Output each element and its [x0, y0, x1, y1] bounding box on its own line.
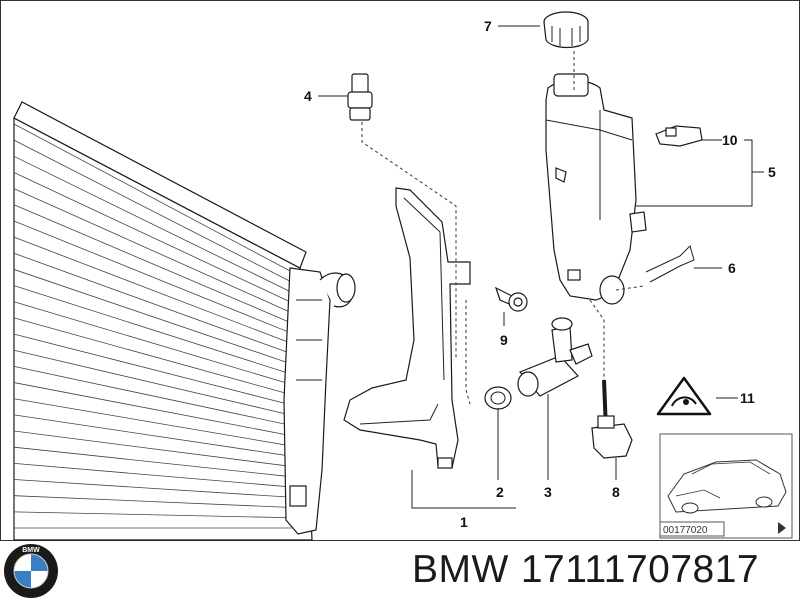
screw-part-9 [494, 286, 528, 312]
connector-part-3 [517, 317, 593, 397]
tank-cap-part-7 [543, 11, 589, 49]
warning-label-part-11 [656, 376, 712, 416]
callout-2: 2 [496, 484, 504, 500]
radiator [13, 101, 356, 541]
part-number: 17111707817 [520, 548, 760, 591]
callout-4: 4 [304, 88, 312, 104]
spring-clip-part-6 [645, 245, 695, 283]
seal-ring-part-2 [484, 386, 512, 410]
callout-3: 3 [544, 484, 552, 500]
brand-name: BMW [412, 548, 509, 591]
callout-11: 11 [740, 390, 755, 406]
radiator-bracket [343, 187, 471, 469]
callout-7: 7 [484, 18, 492, 34]
footer-title: BMW 17111707817 [412, 548, 759, 592]
plug-part-4 [347, 73, 373, 121]
radiator-fins [13, 123, 293, 529]
level-sensor-part-8 [591, 379, 633, 459]
vehicle-inset: 00177020 [659, 433, 793, 539]
bmw-roundel-icon: BMW [4, 544, 58, 598]
expansion-tank [545, 73, 647, 305]
clip-part-10 [655, 125, 703, 147]
leader-lines [318, 25, 764, 509]
callout-10: 10 [722, 132, 738, 148]
callout-1: 1 [460, 514, 468, 530]
callout-6: 6 [728, 260, 736, 276]
callout-5: 5 [768, 164, 776, 180]
callout-8: 8 [612, 484, 620, 500]
callout-9: 9 [500, 332, 508, 348]
inset-code: 00177020 [663, 525, 708, 536]
logo-text: BMW [22, 547, 40, 554]
